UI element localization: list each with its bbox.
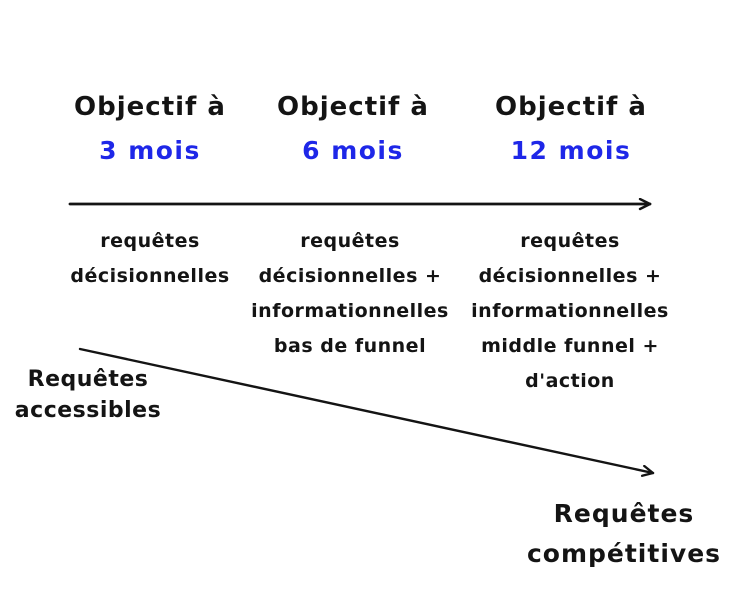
query-line: décisionnelles + <box>258 265 442 287</box>
difficulty-diagonal-arrow-icon <box>78 347 655 473</box>
objective-title: Objectif à <box>277 92 429 122</box>
column-2-header: Objectif à 6 mois <box>277 90 429 167</box>
label-line: compétitives <box>526 539 722 568</box>
column-3-header: Objectif à 12 mois <box>495 90 647 167</box>
query-line: décisionnelles + <box>478 265 662 287</box>
objective-period-12-months: 12 mois <box>510 136 632 165</box>
accessible-queries-label: Requêtes accessibles <box>15 364 161 426</box>
label-line: accessibles <box>14 398 162 423</box>
column-1-header: Objectif à 3 mois <box>74 90 226 167</box>
label-line: Requêtes <box>553 499 695 528</box>
objective-title: Objectif à <box>74 92 226 122</box>
query-line: requêtes <box>100 230 200 252</box>
objective-period-3-months: 3 mois <box>99 136 201 165</box>
column-1-queries: requêtes décisionnelles <box>70 224 229 294</box>
objective-title: Objectif à <box>495 92 647 122</box>
label-line: Requêtes <box>27 367 149 392</box>
query-line: bas de funnel <box>273 335 427 357</box>
query-line: d'action <box>525 370 615 392</box>
query-line: informationnelles <box>471 300 669 322</box>
query-line: informationnelles <box>251 300 449 322</box>
query-line: middle funnel + <box>481 335 659 357</box>
column-2-queries: requêtes décisionnelles + informationnel… <box>251 224 449 364</box>
column-3-queries: requêtes décisionnelles + informationnel… <box>471 224 669 399</box>
competitive-queries-label: Requêtes compétitives <box>527 494 721 574</box>
objective-period-6-months: 6 mois <box>302 136 404 165</box>
query-line: requêtes <box>520 230 620 252</box>
query-line: requêtes <box>300 230 400 252</box>
query-line: décisionnelles <box>70 265 230 287</box>
